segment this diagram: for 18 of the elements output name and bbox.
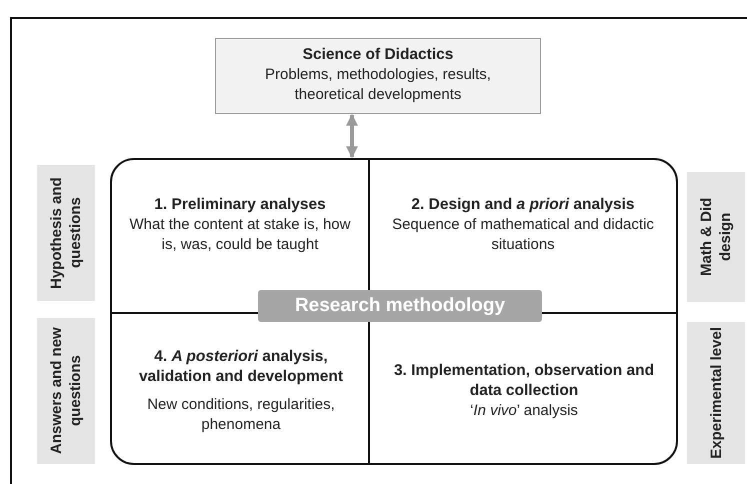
step-heading: 3. Implementation, observation and data collection [392, 360, 656, 400]
step-description: What the content at stake is, how is, was, could be taught [128, 215, 352, 255]
description-text: Problems, methodologies, results, theoretical developments [264, 65, 492, 105]
step-description: ‘In vivo’ analysis [470, 400, 578, 420]
side-label: Experimental level [687, 322, 745, 464]
step-description: New conditions, regularities, phenomena [146, 394, 336, 434]
double-arrow [346, 114, 358, 158]
side-label: Answers and new questions [37, 318, 95, 464]
step-heading: 1. Preliminary analyses [154, 195, 326, 215]
step-heading: 2. Design and a priori analysis [411, 195, 635, 215]
side-label: Math & Did design [687, 172, 745, 302]
step-heading: 4. A posteriori analysis, validation and development [138, 346, 344, 386]
step-description: Sequence of mathematical and didactic situations [391, 215, 655, 255]
title-badge: Research methodology [258, 290, 542, 322]
box-heading: Science of Didactics [302, 45, 454, 65]
side-label: Hypothesis and questions [37, 165, 95, 301]
rounded-frame [110, 158, 678, 465]
info-box [215, 38, 541, 114]
